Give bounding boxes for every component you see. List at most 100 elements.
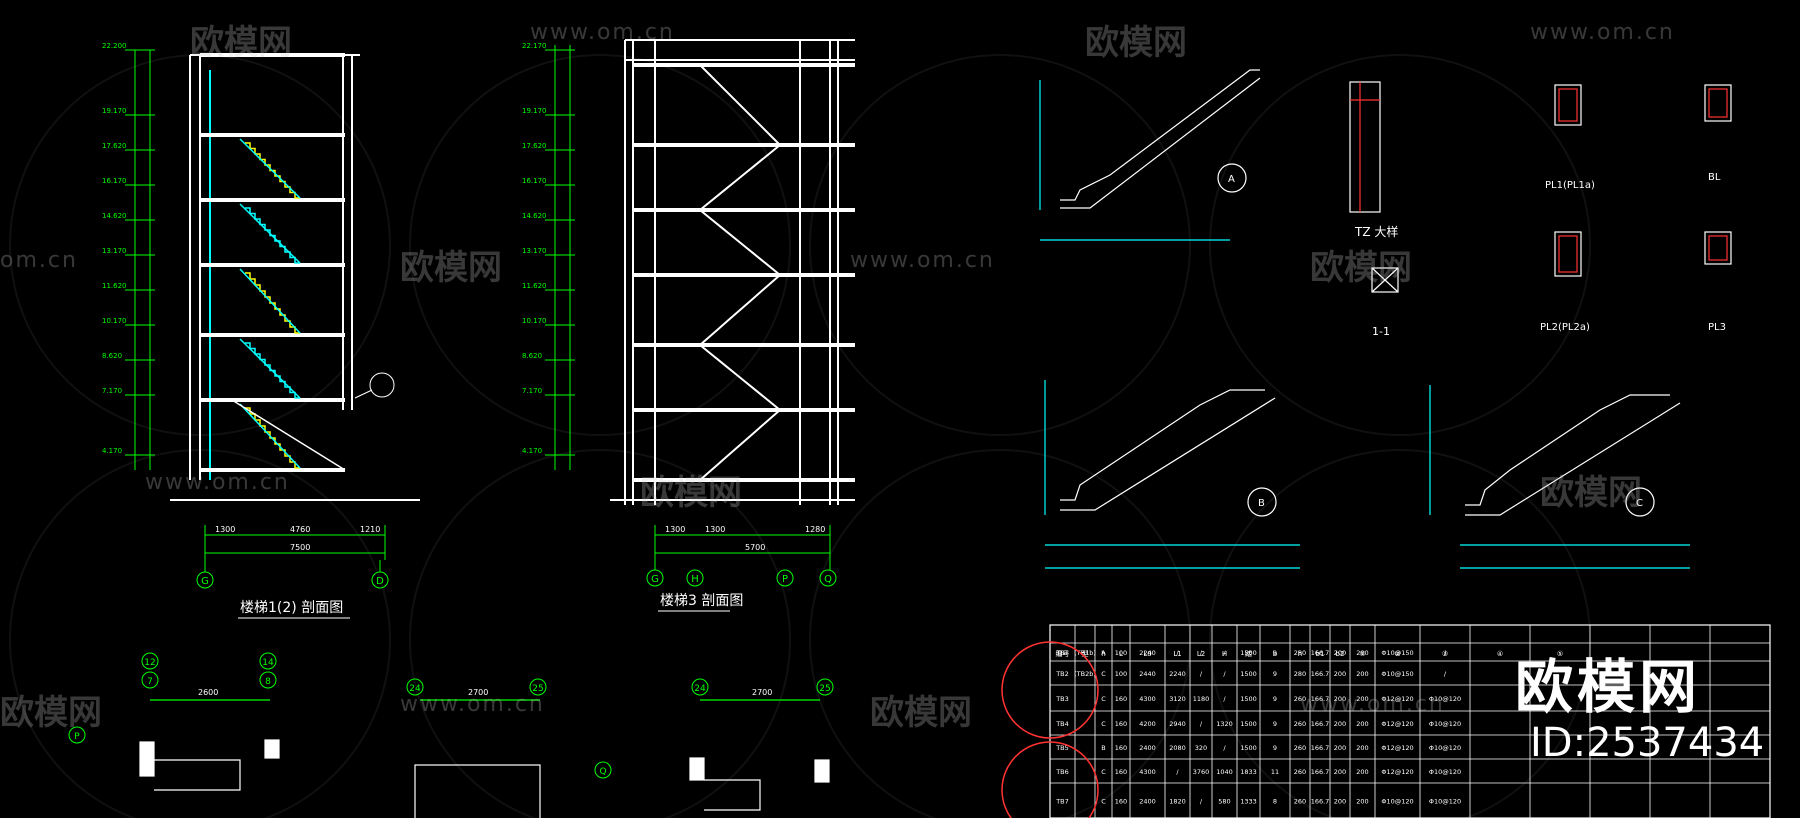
table-cell: 260 — [1294, 768, 1306, 776]
table-cell: 200 — [1334, 670, 1346, 678]
table-cell: 2240 — [1169, 670, 1186, 678]
table-cell: (TB1b) — [1074, 649, 1096, 657]
table-cell: 1180 — [1193, 695, 1210, 703]
table-cell: 2940 — [1169, 720, 1186, 728]
table-cell: 9 — [1273, 720, 1277, 728]
table-cell: / — [1223, 744, 1226, 752]
elevation-label: 10.170 — [522, 317, 547, 325]
table-cell: 260 — [1294, 744, 1306, 752]
section2: 1300 1300 1280 5700 G H P Q 楼梯3 剖面图 — [545, 39, 855, 612]
table-cell: TB4 — [1055, 720, 1069, 728]
elevation-label: 8.620 — [522, 352, 542, 360]
tz-detail — [1349, 81, 1399, 293]
table-cell: 200 — [1334, 798, 1346, 806]
axis-p-right: P — [782, 574, 788, 585]
beam-pl1: PL1(PL1a) — [1545, 180, 1595, 191]
brand-logo-text: 欧模网 — [1515, 653, 1702, 721]
table-cell: 166.7 — [1311, 670, 1330, 678]
table-cell: 3760 — [1193, 768, 1210, 776]
table-cell: 2400 — [1139, 798, 1156, 806]
table-cell: 1500 — [1240, 649, 1257, 657]
table-cell: 200 — [1356, 744, 1368, 752]
plan-details — [139, 699, 830, 818]
table-cell: 200 — [1334, 649, 1346, 657]
axis-d-left: D — [376, 576, 384, 587]
table-cell: 1040 — [1216, 768, 1233, 776]
watermark-brand: 欧模网 — [640, 473, 742, 513]
table-cell: 8 — [1273, 798, 1277, 806]
axis-g-right: G — [651, 574, 659, 585]
table-cell: 1820 — [1169, 798, 1186, 806]
plan-dim-2600: 2600 — [198, 688, 218, 697]
table-header-cell: ② — [1394, 650, 1400, 658]
table-cell: 166.7 — [1311, 720, 1330, 728]
stair-slab — [239, 203, 301, 264]
tz-detail-title: TZ 大样 — [1354, 224, 1398, 239]
table-cell: 9 — [1273, 695, 1277, 703]
table-cell: (TB2b) — [1074, 670, 1096, 678]
table-cell: 200 — [1356, 670, 1368, 678]
table-cell: / — [1223, 695, 1226, 703]
table-cell: 200 — [1356, 798, 1368, 806]
table-header-cell: L2 — [1197, 650, 1205, 658]
elevation-label: 14.620 — [522, 212, 547, 220]
watermark-url: www.om.cn — [400, 692, 545, 717]
table-cell: 2400 — [1139, 744, 1156, 752]
table-cell: 280 — [1294, 670, 1306, 678]
table-cell: 9 — [1273, 670, 1277, 678]
table-cell: 100 — [1115, 670, 1127, 678]
beam-pl3: PL3 — [1708, 322, 1726, 333]
table-cell: 4200 — [1139, 720, 1156, 728]
elevation-label: 8.620 — [102, 352, 122, 360]
table-cell: 260 — [1294, 720, 1306, 728]
elevation-label: 10.170 — [102, 317, 127, 325]
table-cell: TB5 — [1055, 744, 1069, 752]
axis-h-right: H — [691, 574, 699, 585]
watermark-brand: 欧模网 — [1540, 473, 1642, 513]
table-header-cell: 踏 — [1245, 649, 1252, 658]
axis-25-b: 25 — [819, 684, 830, 694]
stair-flight — [699, 409, 781, 481]
table-cell: 166.7 — [1311, 798, 1330, 806]
table-cell: C — [1101, 695, 1106, 703]
table-cell: 3120 — [1169, 695, 1186, 703]
elevation-label: 4.170 — [102, 447, 122, 455]
table-cell: 200 — [1356, 649, 1368, 657]
table-cell: A — [1101, 649, 1106, 657]
stair-flight — [699, 209, 781, 276]
table-cell: 1500 — [1240, 695, 1257, 703]
table-cell: 200 — [1356, 768, 1368, 776]
table-cell: 2080 — [1169, 744, 1186, 752]
watermark-brand: 欧模网 — [0, 693, 102, 733]
elevation-label: 22.170 — [522, 42, 547, 50]
table-cell: TB7 — [1055, 798, 1069, 806]
watermark-brand: 欧模网 — [870, 693, 972, 733]
dim-1280: 1280 — [805, 525, 825, 534]
table-cell: 2240 — [1139, 649, 1156, 657]
table-cell: 9 — [1273, 649, 1277, 657]
table-cell: 200 — [1334, 695, 1346, 703]
plan-dim-2700-b: 2700 — [752, 688, 772, 697]
table-cell: Φ10@120 — [1381, 798, 1413, 806]
table-cell: TB6 — [1055, 768, 1069, 776]
detail-1-1-title: 1-1 — [1372, 325, 1390, 338]
beam-sections — [1554, 84, 1732, 277]
table-cell: Φ10@150 — [1381, 670, 1413, 678]
stair-label-a: A — [1228, 174, 1235, 185]
table-header-cell: ④ — [1497, 650, 1503, 658]
table-header-cell: h — [1101, 650, 1105, 658]
table-cell: TB3 — [1055, 695, 1069, 703]
table-header-cell: h — [1298, 650, 1302, 658]
stair-slab — [239, 138, 301, 199]
table-header-cell: ③ — [1442, 650, 1448, 658]
table-cell: 260 — [1294, 798, 1306, 806]
table-cell: 100 — [1115, 649, 1127, 657]
table-cell: 160 — [1115, 720, 1127, 728]
table-cell: 166.7 — [1311, 768, 1330, 776]
elevation-label: 11.620 — [102, 282, 127, 290]
table-cell: 260 — [1294, 695, 1306, 703]
table-header-cell: 编号 — [1056, 649, 1070, 658]
stair-detail-b — [1044, 380, 1300, 569]
stair-label-b: B — [1258, 498, 1265, 509]
elevation-label: 17.620 — [102, 142, 127, 150]
